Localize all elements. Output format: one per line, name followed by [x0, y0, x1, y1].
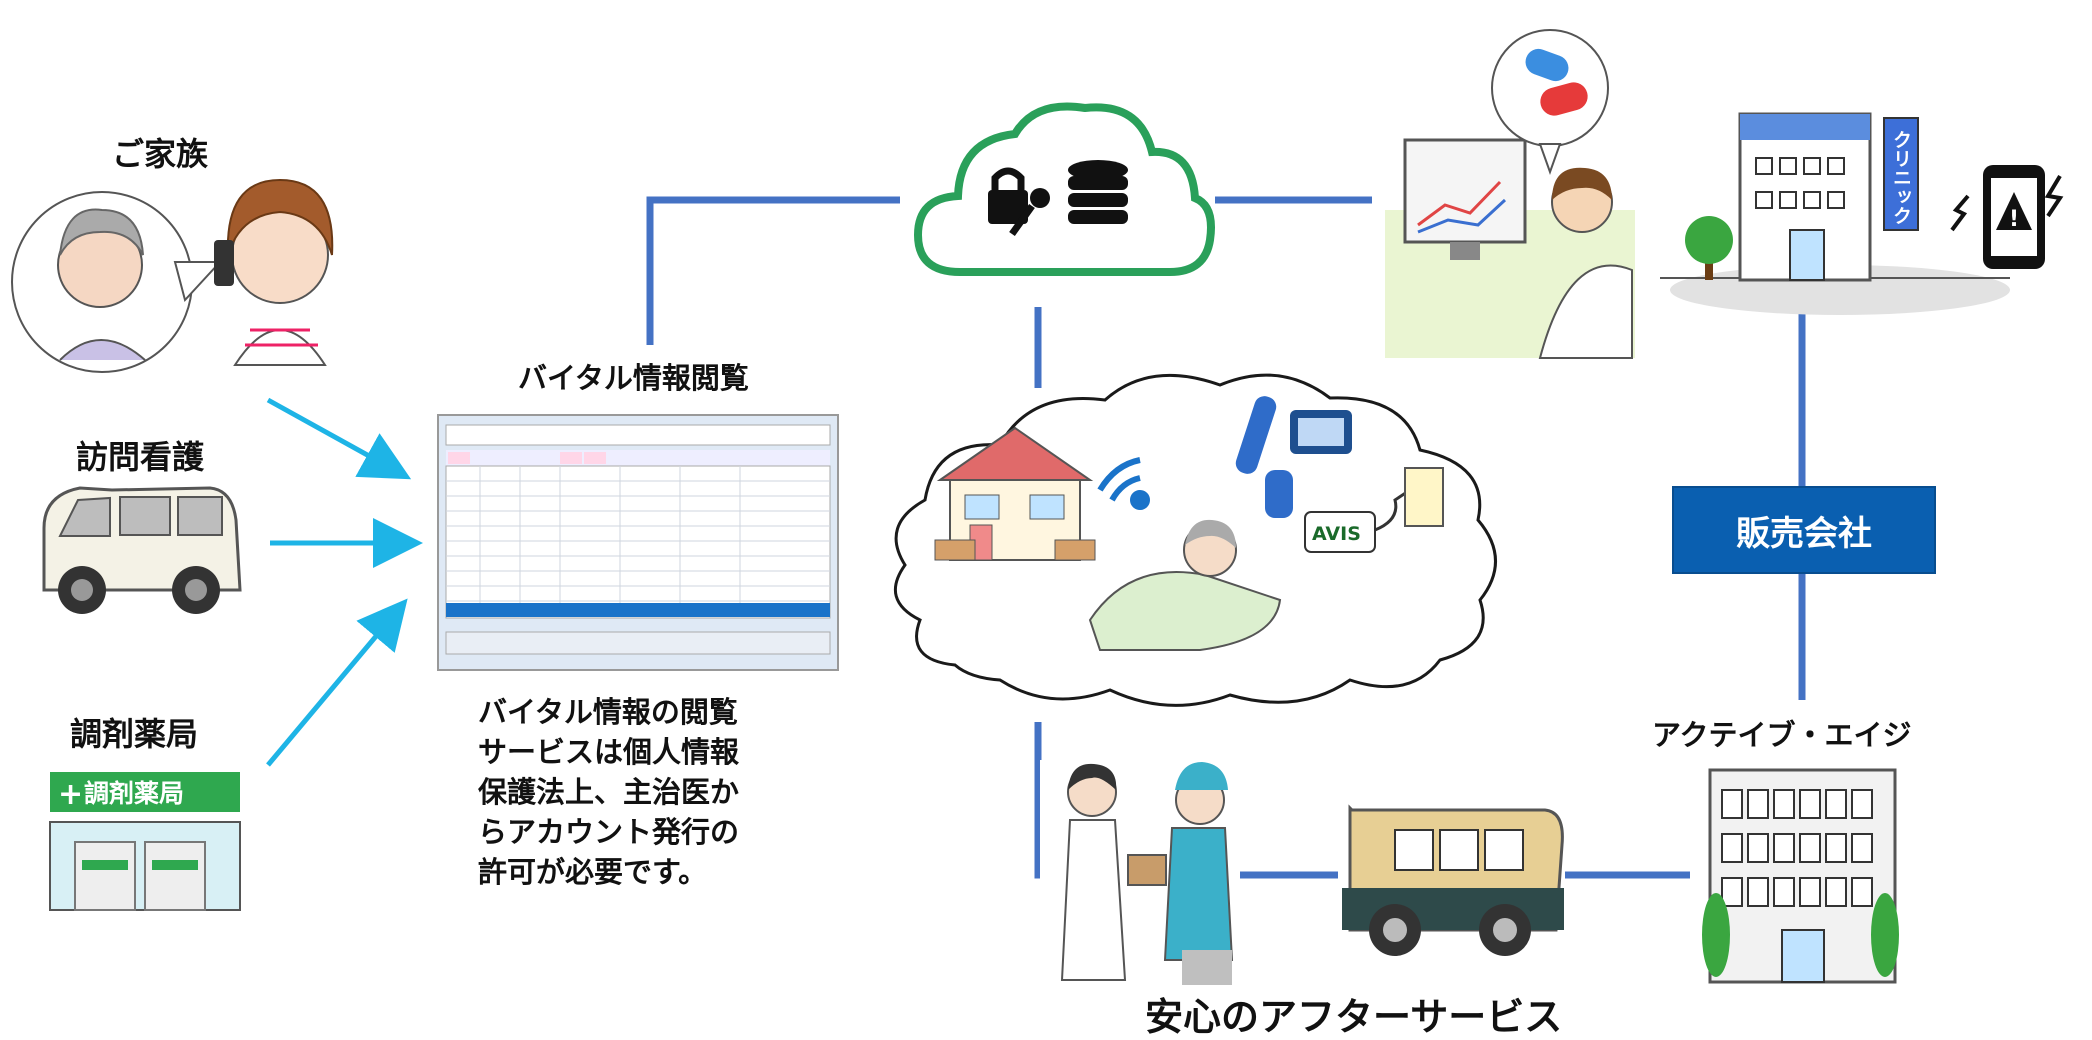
pharmacist-icon — [1060, 763, 1127, 981]
delivery-handover-illustration — [1040, 760, 1240, 985]
tree-right-icon — [1871, 893, 1899, 977]
company-building-illustration — [1702, 768, 1899, 984]
note-line: バイタル情報の閲覧 — [478, 695, 738, 729]
note-line: 許可が必要です。 — [478, 855, 708, 889]
sales-company-label: 販売会社 — [1736, 513, 1872, 554]
blood-pressure-monitor-icon — [1290, 410, 1352, 454]
pharmacy-sign-cross-icon: + — [58, 777, 83, 812]
active-age-label: アクテイブ・エイジ — [1652, 718, 1912, 752]
tree-left-icon — [1702, 893, 1730, 977]
pharmacy-illustration: + 調剤薬局 — [49, 772, 241, 911]
database-icon — [1068, 160, 1128, 224]
phone-icon — [214, 240, 234, 286]
connector-viewer-cloud — [646, 196, 900, 345]
arrow-pharmacy — [266, 598, 408, 767]
arrows-to-viewer — [266, 397, 423, 767]
capsule-icon — [1525, 48, 1588, 116]
pill-bubble — [1491, 29, 1609, 147]
pharmacy-label: 調剤薬局 — [70, 715, 198, 753]
key-icon — [1009, 188, 1050, 237]
clinic-sign-text: クリニック — [1890, 130, 1912, 225]
pulse-oximeter-icon — [1265, 470, 1293, 518]
house-icon — [934, 426, 1096, 561]
thermometer-icon — [1235, 396, 1277, 474]
tree-icon — [1685, 216, 1733, 280]
delivery-van-illustration — [1342, 804, 1564, 956]
vital-viewer-screenshot — [437, 414, 839, 671]
avis-device-icon: AVIS — [1304, 467, 1444, 553]
doctor-illustration — [1385, 29, 1635, 359]
clinic-sign — [1883, 117, 1919, 231]
after-service-label: 安心のアフターサービス — [1145, 995, 1562, 1039]
svg-text:!: ! — [2009, 207, 2019, 232]
secure-cloud — [913, 102, 1215, 276]
lock-icon — [988, 167, 1028, 224]
wifi-icon — [1097, 457, 1150, 510]
vital-viewer-title: バイタル情報閲覧 — [518, 361, 749, 395]
delivery-person-icon — [1163, 762, 1234, 985]
family-label: ご家族 — [112, 135, 209, 173]
family-illustration — [11, 178, 334, 373]
avis-label: AVIS — [1312, 523, 1361, 545]
package-icon — [1127, 854, 1167, 886]
home-cloud: AVIS — [894, 373, 1497, 707]
note-line: サービスは個人情報 — [478, 735, 740, 769]
arrow-family — [266, 397, 412, 480]
privacy-note: バイタル情報の閲覧 サービスは個人情報 保護法上、主治医か らアカウント発行の … — [478, 692, 818, 892]
alert-phone-icon: ! — [1983, 165, 2045, 269]
visiting-nurse-label: 訪問看護 — [76, 438, 205, 476]
connector-lines — [646, 196, 1806, 879]
car-illustration — [42, 486, 242, 614]
pharmacy-sign-text: 調剤薬局 — [84, 779, 184, 808]
clinic-illustration: クリニック ! — [1660, 112, 2064, 315]
patient-in-bed-icon — [1088, 519, 1282, 651]
note-line: 保護法上、主治医か — [478, 775, 740, 809]
note-line: らアカウント発行の — [478, 815, 740, 849]
sales-company-box: 販売会社 — [1672, 486, 1936, 574]
